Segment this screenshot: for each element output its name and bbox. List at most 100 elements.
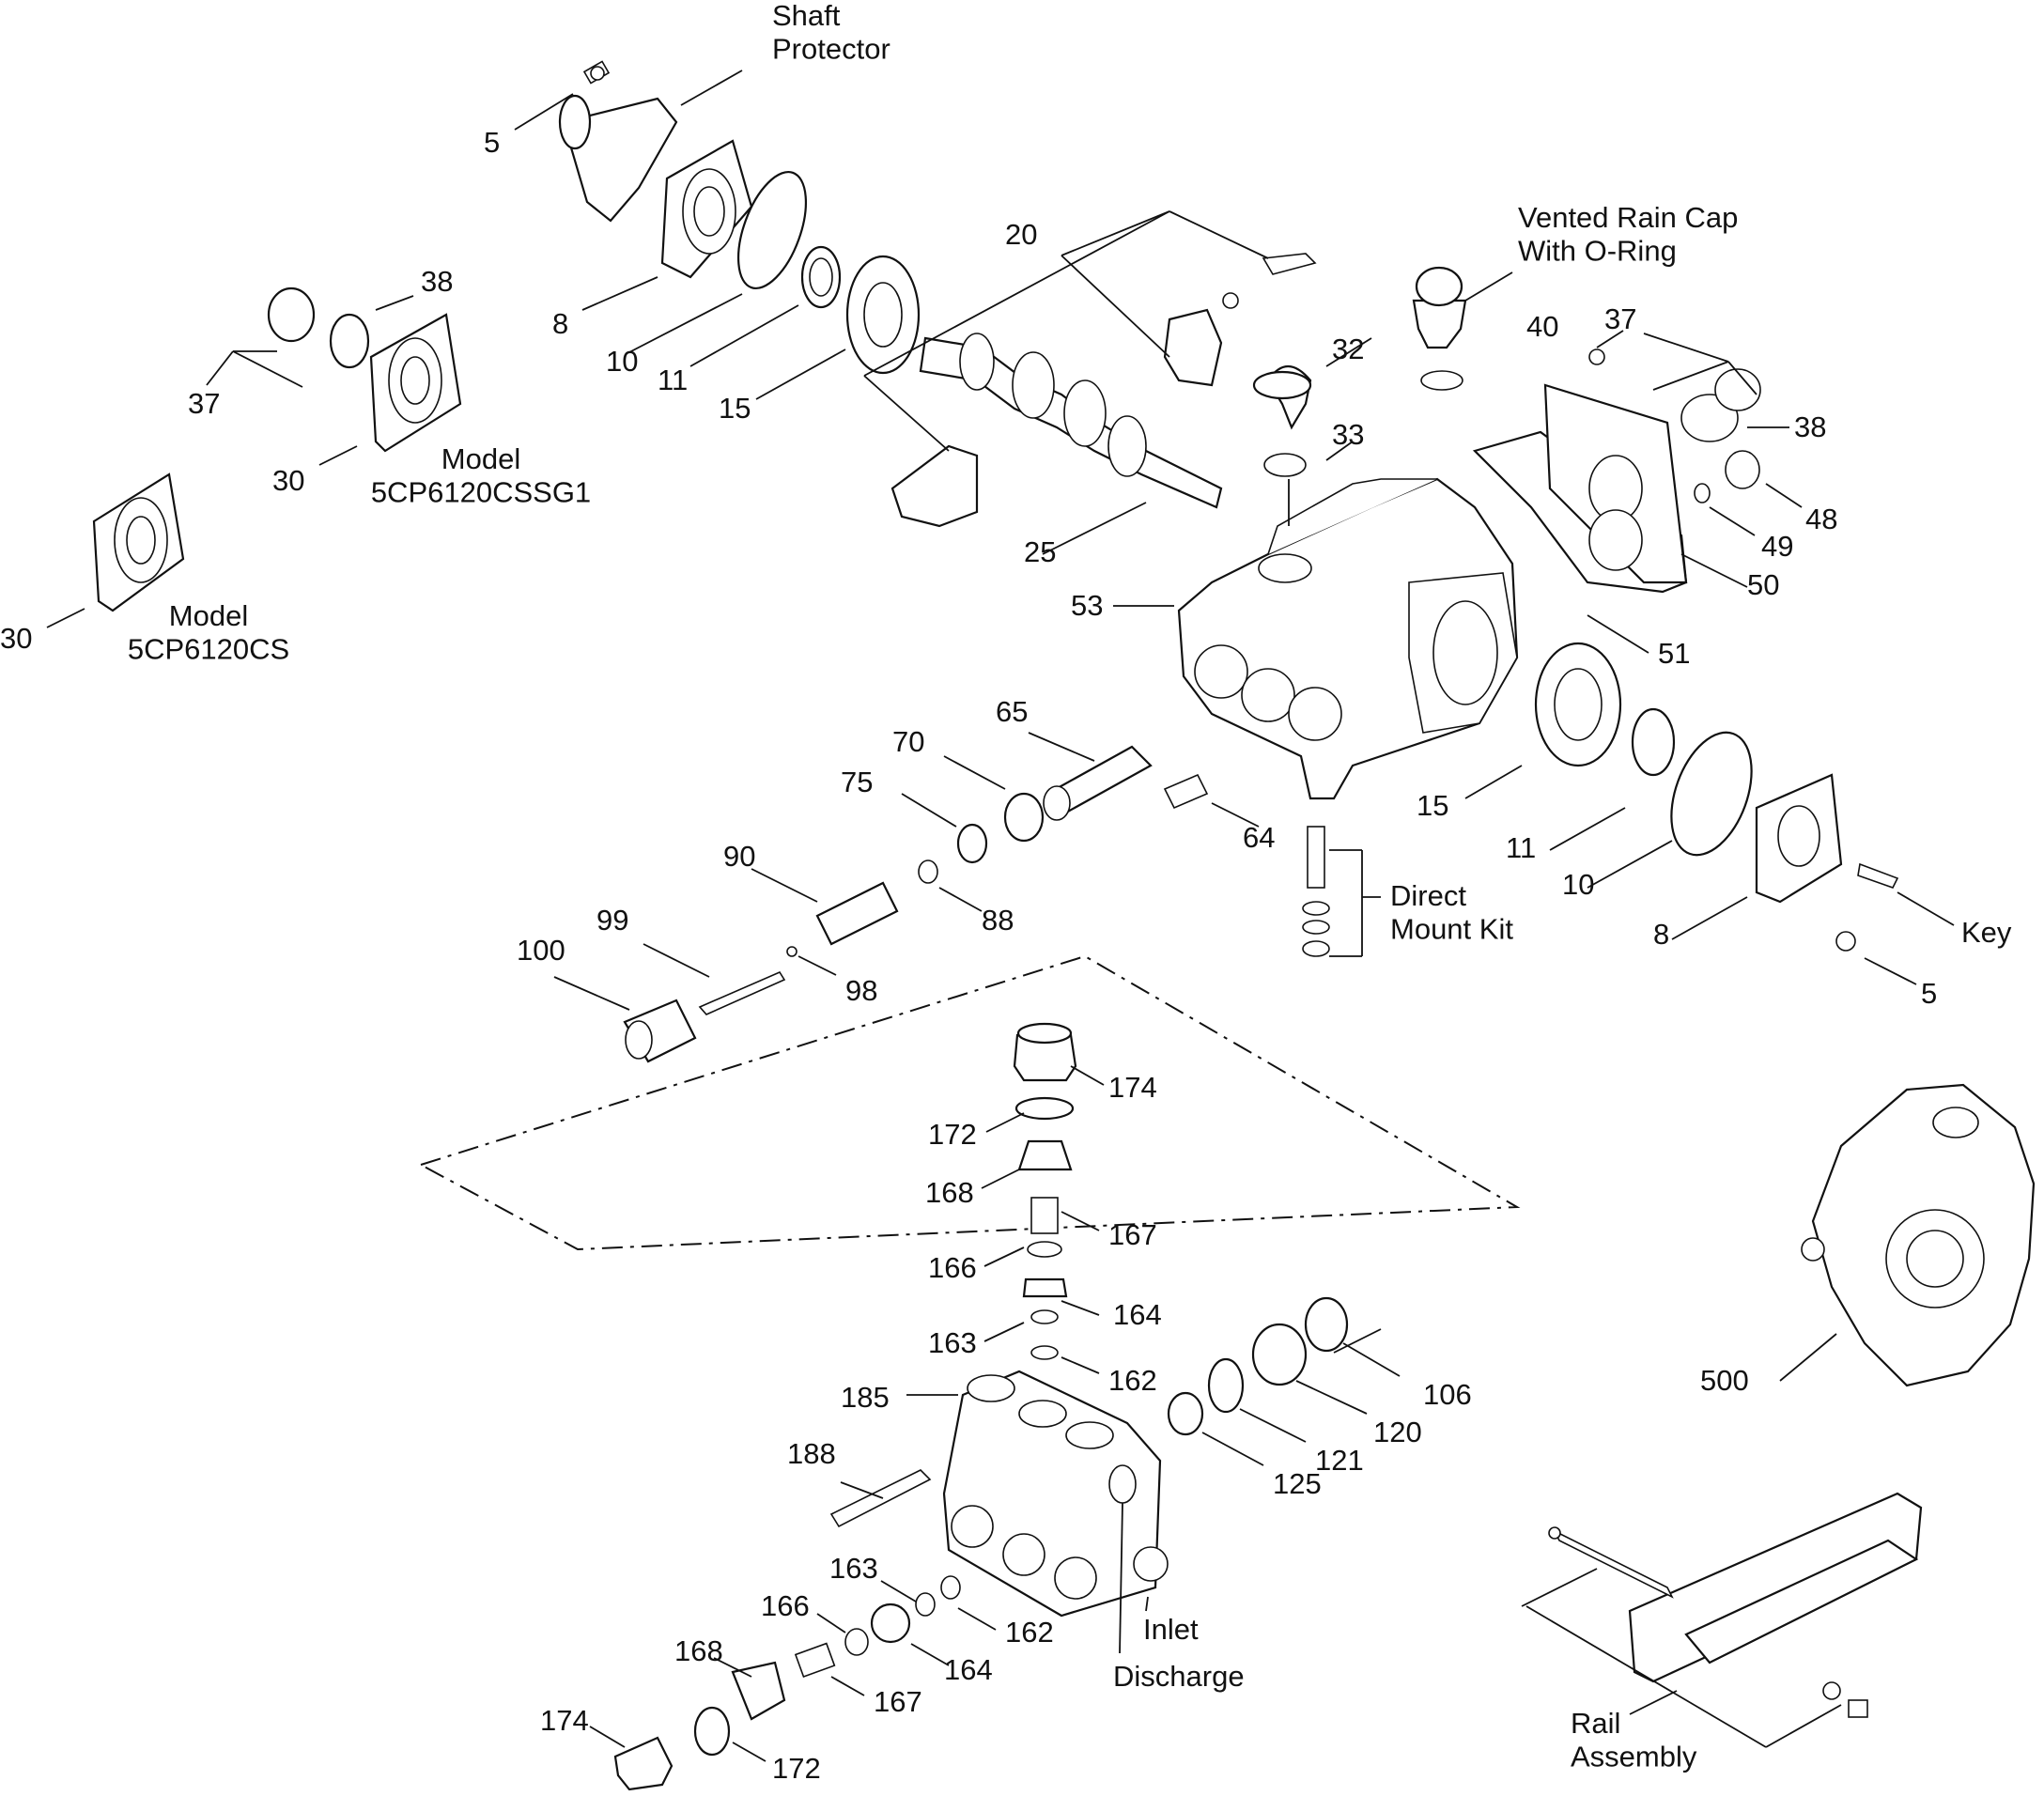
shaft-protector-part bbox=[558, 60, 678, 223]
callout-37-left: 37 bbox=[188, 387, 220, 420]
callout-38-right: 38 bbox=[1794, 410, 1826, 443]
bearing-cover-top bbox=[660, 139, 921, 375]
callout-line: Rail bbox=[1571, 1707, 1620, 1740]
callout-inlet: Inlet bbox=[1143, 1613, 1199, 1646]
callout-162-top: 162 bbox=[1108, 1364, 1157, 1397]
callout-25: 25 bbox=[1024, 535, 1056, 568]
callout-99: 99 bbox=[596, 904, 628, 937]
callout-33: 33 bbox=[1332, 418, 1364, 451]
callout-88: 88 bbox=[982, 904, 1014, 937]
crankshaft-part bbox=[919, 333, 1223, 509]
callout-164-top: 164 bbox=[1113, 1298, 1162, 1331]
callout-discharge: Discharge bbox=[1113, 1660, 1245, 1693]
callout-106: 106 bbox=[1423, 1378, 1472, 1411]
callout-line: Model bbox=[169, 599, 248, 632]
valve-group-boundary bbox=[418, 954, 1521, 1251]
callout-121: 121 bbox=[1315, 1444, 1364, 1477]
callout-75: 75 bbox=[841, 766, 873, 798]
callout-line: Mount Kit bbox=[1390, 913, 1513, 946]
callout-174-bottom: 174 bbox=[540, 1704, 589, 1737]
callout-11-bottom: 11 bbox=[1506, 831, 1536, 864]
left-bearing-covers bbox=[92, 286, 462, 612]
callout-15-bottom: 15 bbox=[1417, 789, 1448, 822]
callout-10-top: 10 bbox=[606, 345, 638, 378]
callout-70: 70 bbox=[892, 725, 924, 758]
callout-166-top: 166 bbox=[928, 1251, 977, 1284]
callout-line: 5CP6120CSSG1 bbox=[371, 476, 591, 509]
callout-163-top: 163 bbox=[928, 1326, 977, 1359]
callout-38-left: 38 bbox=[421, 265, 453, 298]
callout-line: Assembly bbox=[1571, 1741, 1697, 1773]
callout-166-bottom: 166 bbox=[761, 1589, 810, 1622]
callout-125: 125 bbox=[1273, 1467, 1322, 1500]
callout-50: 50 bbox=[1747, 568, 1779, 601]
callout-64: 64 bbox=[1243, 821, 1275, 854]
callout-32: 32 bbox=[1332, 333, 1364, 365]
plunger-assembly-part bbox=[623, 745, 1209, 1063]
callout-11-top: 11 bbox=[658, 364, 688, 396]
callout-30-left: 30 bbox=[0, 622, 32, 655]
callout-49: 49 bbox=[1761, 530, 1793, 563]
callout-line: Direct bbox=[1390, 879, 1466, 912]
callout-48: 48 bbox=[1805, 503, 1837, 535]
callout-37-right: 37 bbox=[1604, 302, 1636, 335]
callout-line: Model bbox=[441, 442, 520, 475]
callout-line: Shaft bbox=[772, 0, 841, 32]
callout-15-top: 15 bbox=[719, 392, 751, 425]
callout-65: 65 bbox=[996, 695, 1028, 728]
part-drawings bbox=[92, 60, 2036, 1791]
bottom-valve-stack bbox=[613, 1575, 961, 1791]
leader-lines bbox=[46, 70, 1955, 1762]
callout-188: 188 bbox=[787, 1437, 836, 1470]
direct-mount-kit-part bbox=[1302, 826, 1330, 957]
callout-51: 51 bbox=[1658, 637, 1690, 670]
connecting-rods-part bbox=[890, 253, 1317, 528]
seal-stack-part bbox=[1167, 1296, 1349, 1436]
callout-5-top: 5 bbox=[484, 126, 500, 159]
right-bearing-parts bbox=[1534, 642, 1899, 952]
oil-caps-part bbox=[1252, 266, 1467, 477]
callout-162-bottom: 162 bbox=[1005, 1616, 1054, 1649]
top-valve-stack bbox=[1013, 1022, 1077, 1360]
crankcase-part bbox=[1177, 477, 1519, 800]
callout-185: 185 bbox=[841, 1381, 890, 1414]
callout-8-top: 8 bbox=[552, 307, 568, 340]
callout-5-bottom: 5 bbox=[1921, 977, 1937, 1010]
callout-163-bottom: 163 bbox=[829, 1552, 878, 1585]
manifold-part bbox=[829, 1370, 1169, 1618]
callout-172-top: 172 bbox=[928, 1118, 977, 1151]
callout-164-bottom: 164 bbox=[944, 1653, 993, 1686]
gearbox-part bbox=[1801, 1083, 2036, 1387]
rail-assembly-part bbox=[1548, 1492, 1923, 1718]
callout-20: 20 bbox=[1005, 218, 1037, 251]
callout-172-bottom: 172 bbox=[772, 1752, 821, 1785]
callout-53: 53 bbox=[1071, 589, 1103, 622]
callout-line: 5CP6120CS bbox=[128, 633, 289, 666]
callout-167-top: 167 bbox=[1108, 1218, 1157, 1251]
callout-120: 120 bbox=[1373, 1416, 1422, 1448]
callout-10-bottom: 10 bbox=[1562, 868, 1594, 901]
callout-8-bottom: 8 bbox=[1653, 918, 1669, 951]
rear-cover-part bbox=[1472, 348, 1761, 594]
callout-174-top: 174 bbox=[1108, 1071, 1157, 1104]
callout-line: Vented Rain Cap bbox=[1518, 201, 1738, 234]
callout-500: 500 bbox=[1700, 1364, 1749, 1397]
callout-168-bottom: 168 bbox=[674, 1634, 723, 1667]
callout-line: Protector bbox=[772, 33, 890, 66]
callout-line: With O-Ring bbox=[1518, 235, 1677, 268]
callout-90: 90 bbox=[723, 840, 755, 873]
callout-key: Key bbox=[1961, 916, 2012, 949]
callout-30-mid: 30 bbox=[272, 464, 304, 497]
callout-100: 100 bbox=[517, 934, 565, 967]
callout-98: 98 bbox=[845, 974, 877, 1007]
callout-40: 40 bbox=[1526, 310, 1558, 343]
callout-167-bottom: 167 bbox=[874, 1685, 922, 1718]
